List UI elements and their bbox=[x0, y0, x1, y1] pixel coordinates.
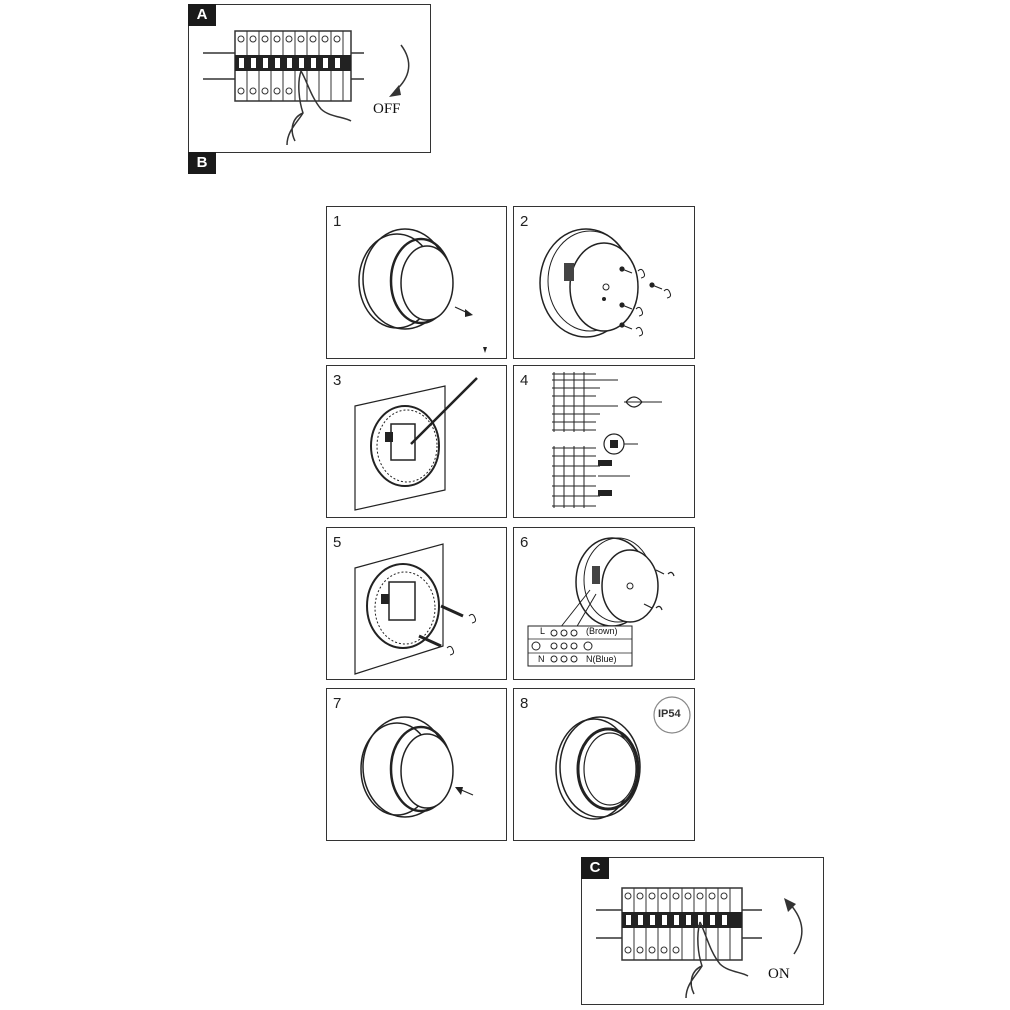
cable-entry-illustration bbox=[552, 372, 662, 508]
step-number: 4 bbox=[520, 372, 529, 389]
breaker-switch-off-illustration bbox=[203, 30, 410, 146]
installed-luminaire-illustration bbox=[555, 696, 691, 820]
step-number: 5 bbox=[333, 534, 342, 551]
step-number: 2 bbox=[520, 213, 529, 230]
cover-refit-illustration bbox=[360, 716, 474, 818]
wall-mount-marking-illustration bbox=[354, 377, 478, 511]
on-label: ON bbox=[768, 966, 790, 982]
step-1-panel: 1 bbox=[326, 206, 507, 359]
panel-b-tag: B bbox=[188, 152, 216, 174]
luminaire-cover-removal-illustration bbox=[358, 228, 487, 353]
panel-c: ON bbox=[581, 857, 824, 1005]
step-number: 7 bbox=[333, 695, 342, 712]
wire-n-color-label: N(Blue) bbox=[586, 654, 617, 664]
ip54-badge: IP54 bbox=[658, 708, 681, 720]
step-number: 1 bbox=[333, 213, 342, 230]
step-3-panel: 3 bbox=[326, 365, 507, 518]
step-2-panel: 2 bbox=[513, 206, 695, 359]
panel-c-tag: C bbox=[581, 857, 609, 879]
step-number: 6 bbox=[520, 534, 529, 551]
wire-l-label: L bbox=[540, 626, 546, 636]
base-fixing-illustration bbox=[354, 543, 477, 675]
step-5-panel: 5 bbox=[326, 527, 507, 680]
wire-l-color-label: (Brown) bbox=[586, 626, 618, 636]
step-6-panel: 6 L (Brown) N N(Blue) bbox=[513, 527, 695, 680]
step-number: 3 bbox=[333, 372, 342, 389]
step-8-panel: 8 IP54 bbox=[513, 688, 695, 841]
base-unscrew-illustration bbox=[539, 228, 672, 338]
wiring-connection-illustration bbox=[527, 537, 675, 667]
step-number: 8 bbox=[520, 695, 529, 712]
panel-a: OFF bbox=[188, 4, 431, 153]
step-7-panel: 7 bbox=[326, 688, 507, 841]
off-label: OFF bbox=[373, 101, 401, 117]
panel-a-tag: A bbox=[188, 4, 216, 26]
wire-n-label: N bbox=[538, 654, 545, 664]
breaker-switch-on-illustration bbox=[596, 887, 803, 999]
step-4-panel: 4 bbox=[513, 365, 695, 518]
